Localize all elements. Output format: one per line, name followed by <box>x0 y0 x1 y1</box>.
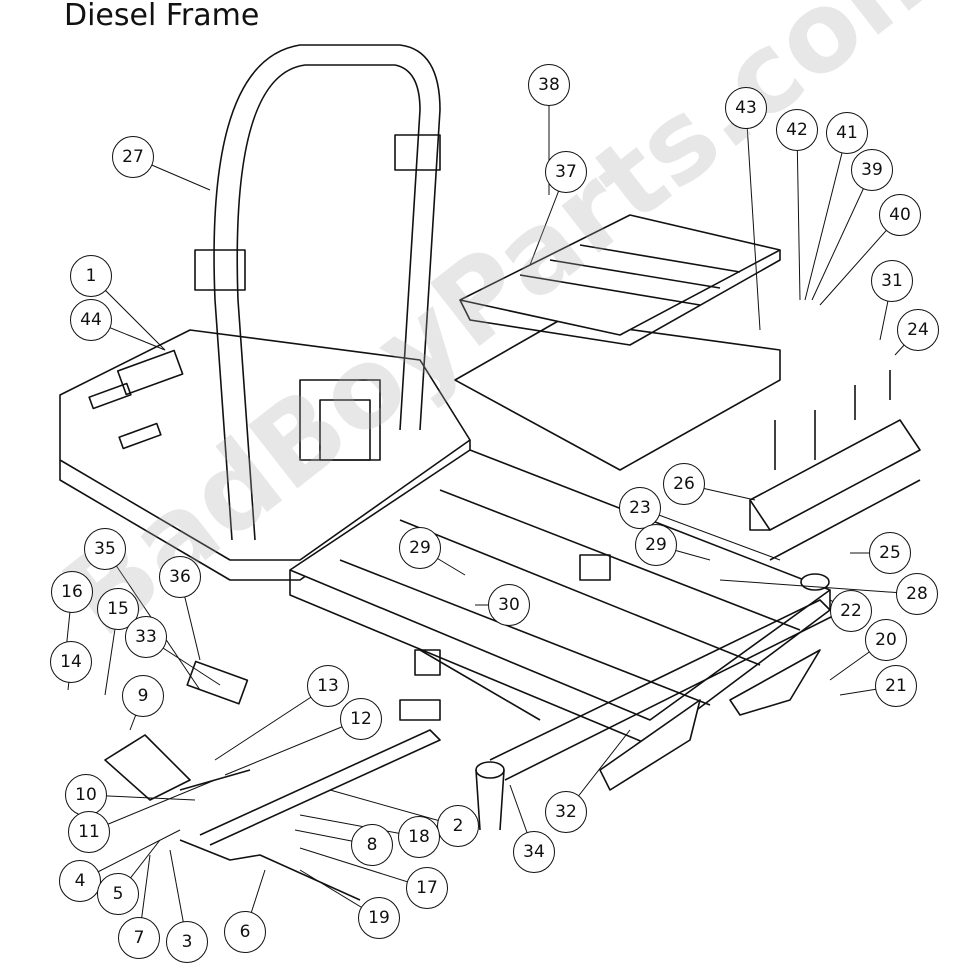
callout-14: 14 <box>50 641 92 683</box>
callout-24: 24 <box>897 309 939 351</box>
callout-17: 17 <box>406 867 448 909</box>
callout-27: 27 <box>112 136 154 178</box>
callout-28: 28 <box>896 573 938 615</box>
leader-line-23 <box>639 507 781 561</box>
leader-line-42 <box>796 129 801 301</box>
callout-1: 1 <box>70 255 112 297</box>
leader-line-11 <box>88 779 216 833</box>
leader-line-28 <box>719 579 918 595</box>
callout-19: 19 <box>358 897 400 939</box>
callout-31: 31 <box>871 260 913 302</box>
callout-11: 11 <box>68 811 110 853</box>
callout-30: 30 <box>488 584 530 626</box>
callout-16: 16 <box>51 571 93 613</box>
diagram-title: Diesel Frame <box>64 0 260 33</box>
callout-23: 23 <box>619 487 661 529</box>
callout-4: 4 <box>59 860 101 902</box>
leader-line-2 <box>329 789 459 827</box>
callout-38: 38 <box>528 64 570 106</box>
callout-9: 9 <box>122 675 164 717</box>
leader-line-43 <box>745 107 761 331</box>
callout-36: 36 <box>159 556 201 598</box>
callout-18: 18 <box>398 816 440 858</box>
callout-21: 21 <box>875 665 917 707</box>
platform-plate <box>59 329 471 581</box>
leader-line-39 <box>811 169 873 301</box>
callout-5: 5 <box>97 873 139 915</box>
floor-pan <box>454 214 781 471</box>
callout-39: 39 <box>851 149 893 191</box>
callout-34: 34 <box>513 831 555 873</box>
callout-29: 29 <box>399 527 441 569</box>
callout-7: 7 <box>118 917 160 959</box>
roll-bar <box>194 44 441 541</box>
callout-12: 12 <box>340 698 382 740</box>
leader-line-41 <box>804 132 848 301</box>
leader-line-12 <box>224 718 362 776</box>
callout-40: 40 <box>879 194 921 236</box>
callout-6: 6 <box>224 911 266 953</box>
callout-33: 33 <box>125 616 167 658</box>
callout-13: 13 <box>307 665 349 707</box>
chassis-rails <box>289 449 831 746</box>
callout-43: 43 <box>725 87 767 129</box>
leader-line-13 <box>214 685 329 761</box>
front-cross-tube <box>475 573 836 831</box>
callout-44: 44 <box>70 299 112 341</box>
callout-3: 3 <box>166 921 208 963</box>
callout-20: 20 <box>865 619 907 661</box>
callout-29: 29 <box>635 524 677 566</box>
callout-22: 22 <box>830 590 872 632</box>
callout-41: 41 <box>826 112 868 154</box>
callout-25: 25 <box>869 532 911 574</box>
callout-42: 42 <box>776 109 818 151</box>
seat-bracket <box>749 370 921 561</box>
callout-37: 37 <box>545 151 587 193</box>
callout-2: 2 <box>437 805 479 847</box>
callout-8: 8 <box>351 824 393 866</box>
leader-line-17 <box>299 847 428 889</box>
callout-35: 35 <box>84 528 126 570</box>
callout-26: 26 <box>663 463 705 505</box>
callout-32: 32 <box>545 791 587 833</box>
callout-10: 10 <box>65 774 107 816</box>
